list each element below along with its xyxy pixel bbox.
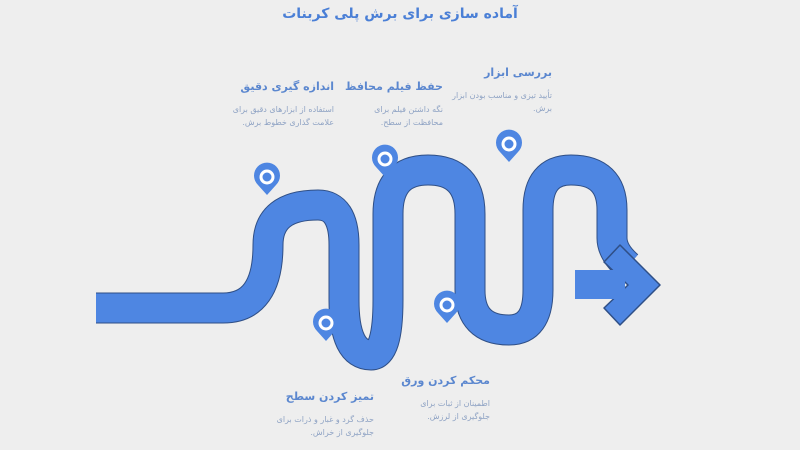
step-heading: بررسی ابزار bbox=[484, 66, 552, 79]
map-pin-icon bbox=[434, 290, 460, 323]
step-heading: محکم کردن ورق bbox=[401, 374, 490, 387]
step-heading: تمیز کردن سطح bbox=[285, 390, 374, 403]
map-pin-icon bbox=[313, 308, 339, 341]
diagram-title: آماده سازی برای برش پلی کربنات bbox=[282, 6, 518, 22]
road-arrow-head bbox=[603, 244, 661, 326]
step-secure-sheet: محکم کردن ورق اطمینان از ثبات برای جلوگی… bbox=[398, 374, 490, 423]
step-clean-surface: تمیز کردن سطح حذف گرد و غبار و ذرات برای… bbox=[262, 390, 374, 439]
step-keep-protective-film: حفظ فیلم محافظ نگه داشتن فیلم برای محافظ… bbox=[345, 80, 443, 129]
step-check-tools: بررسی ابزار تأیید تیزی و مناسب بودن ابزا… bbox=[452, 66, 552, 115]
step-description: حذف گرد و غبار و ذرات برای جلوگیری از خر… bbox=[276, 415, 374, 437]
step-description: نگه داشتن فیلم برای محافظت از سطح. bbox=[374, 105, 443, 127]
map-pin-icon bbox=[372, 144, 398, 177]
road bbox=[96, 155, 638, 370]
step-description: اطمینان از ثبات برای جلوگیری از لرزش. bbox=[420, 399, 490, 421]
road-tail-cover bbox=[575, 270, 625, 299]
step-description: تأیید تیزی و مناسب بودن ابزار برش. bbox=[452, 91, 552, 113]
map-pin-icon bbox=[254, 162, 280, 195]
step-heading: حفظ فیلم محافظ bbox=[345, 80, 443, 93]
step-heading: اندازه گیری دقیق bbox=[240, 80, 334, 93]
map-pin-icon bbox=[496, 129, 522, 162]
step-precise-measurement: اندازه گیری دقیق استفاده از ابزارهای دقی… bbox=[222, 80, 334, 129]
step-description: استفاده از ابزارهای دقیق برای علامت گذار… bbox=[232, 105, 334, 127]
